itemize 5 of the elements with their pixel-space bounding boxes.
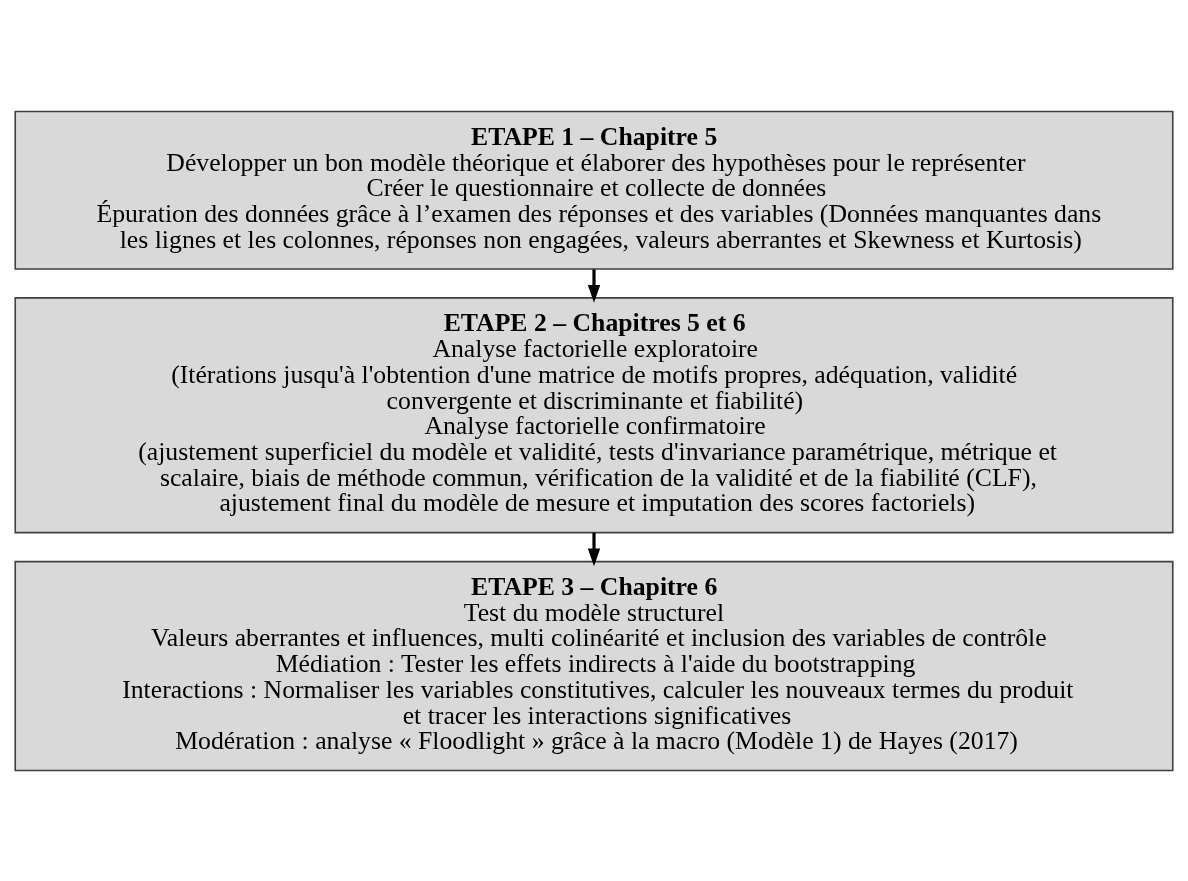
arrow [587,532,601,566]
node-box: ETAPE 3 – Chapitre 6 Test du modèle structurel Valeurs aberrantes et influences, multi colinéarité et inclusion des variables de contrôle Médiation : Tester les effets indirects à l'aide du bootstrapping Interactions : Normaliser les variables constitutives, calculer les nouveaux termes du produit et tracer les interactions significatives Modération : analyse « Floodlight » grâce à la macro (Modèle 1) de Hayes (2017) [14,560,1174,771]
arrow [587,268,601,303]
node-box: ETAPE 1 – Chapitre 5 Développer un bon modèle théorique et élaborer des hypothèses pour le représenter Créer le questionnaire et collecte de données Épuration des données grâce à l’examen des réponses et des variables (Données manquantes dans les lignes et les colonnes, réponses non engagées, valeurs aberrantes et Skewness et Kurtosis) [14,110,1174,270]
node-box: ETAPE 2 – Chapitres 5 et 6 Analyse factorielle exploratoire (Itérations jusqu'à l'obtention d'une matrice de motifs propres, adéquation, validité convergente et discriminante et fiabilité) Analyse factorielle confirmatoire (ajustement superficiel du modèle et validité, tests d'invariance paramétrique, métrique et scalaire, biais de méthode commun, vérification de la validité et de la fiabilité (CLF), ajustement final du modèle de mesure et imputation des scores factoriels) [14,296,1174,533]
